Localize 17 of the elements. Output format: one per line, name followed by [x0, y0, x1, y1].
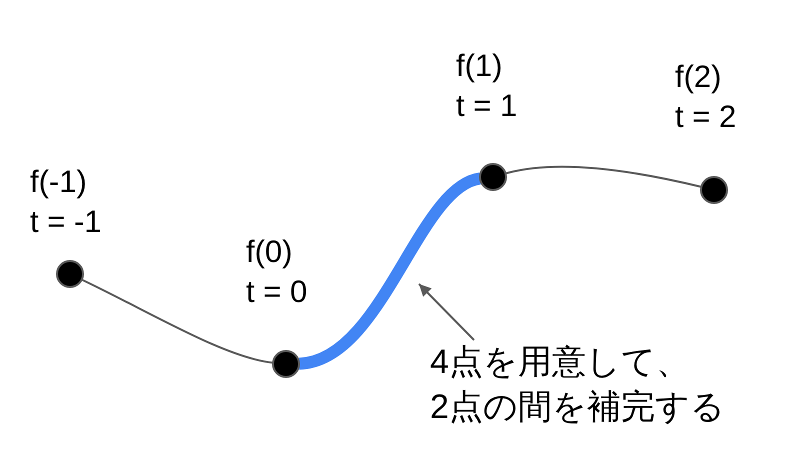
- curve-point: [56, 260, 84, 288]
- parameter-label: t = 2: [675, 98, 736, 136]
- curve-point: [479, 163, 507, 191]
- annotation-text: 4点を用意して、2点の間を補完する: [430, 340, 725, 430]
- parameter-label: t = 1: [456, 87, 518, 125]
- curve-segment: [81, 278, 274, 364]
- parameter-label: t = 0: [246, 273, 308, 311]
- leader-arrow: [418, 283, 475, 341]
- interpolated-curve-segment: [298, 172, 482, 370]
- function-label: f(2): [675, 58, 722, 96]
- curve-point: [272, 350, 300, 378]
- parameter-label: t = -1: [30, 203, 102, 241]
- curve-segment: [505, 166, 702, 188]
- curve-point: [700, 176, 728, 204]
- function-label: f(0): [246, 233, 292, 271]
- function-label: f(1): [456, 47, 502, 85]
- function-label: f(-1): [30, 163, 87, 201]
